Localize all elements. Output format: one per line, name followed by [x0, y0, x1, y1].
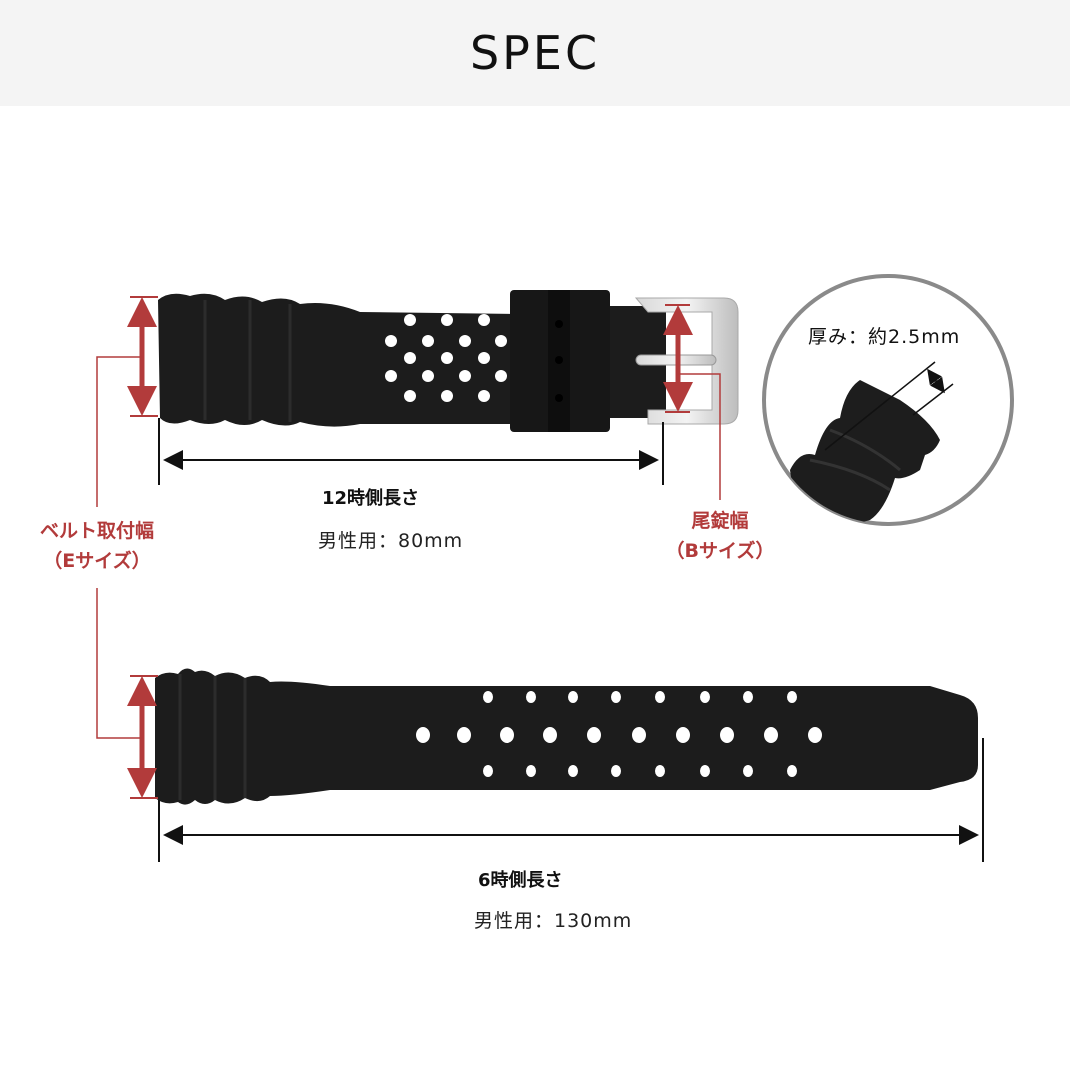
lug-width-label-line2: （Eサイズ）: [43, 550, 151, 572]
strap-12-value: 男性用：80mm: [318, 530, 464, 552]
strap-6-oclock: [155, 668, 978, 805]
length-6-dimension: [158, 738, 984, 862]
strap-12-holes: [385, 314, 507, 402]
strap-6-value: 男性用：130mm: [474, 910, 633, 932]
strap-12-oclock: [158, 290, 739, 432]
thickness-label: 厚み：約2.5mm: [808, 326, 961, 348]
strap-6-title: 6時側長さ: [478, 870, 563, 891]
length-12-dimension: [158, 418, 664, 485]
buckle-width-indicator: [663, 304, 721, 500]
lug-width-indicator-bottom: [96, 588, 158, 799]
thickness-detail-circle: [762, 274, 1014, 526]
strap-12-title: 12時側長さ: [322, 488, 420, 509]
strap-6-holes: [416, 691, 822, 777]
lug-width-label: ベルト取付幅 （Eサイズ）: [14, 516, 180, 576]
page-title: SPEC: [469, 26, 601, 80]
lug-width-indicator-top: [96, 296, 158, 507]
buckle-width-label-line1: 尾錠幅: [691, 510, 749, 532]
buckle-width-label-line2: （Bサイズ）: [665, 540, 775, 562]
buckle-width-label: 尾錠幅 （Bサイズ）: [655, 506, 785, 566]
lug-width-label-line1: ベルト取付幅: [39, 520, 154, 542]
header-bar: SPEC: [0, 0, 1070, 106]
